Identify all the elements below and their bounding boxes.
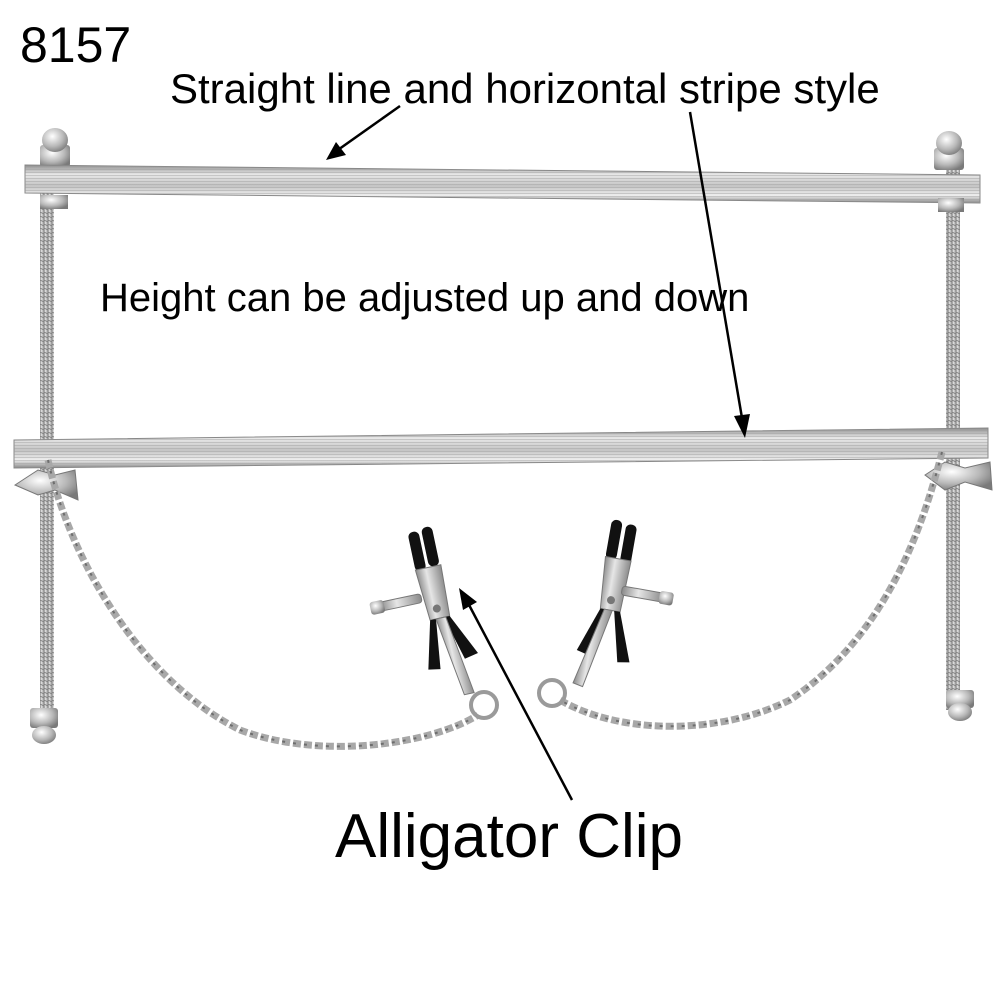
wing-nut-right (924, 461, 993, 491)
caption-stripe-style: Straight line and horizontal stripe styl… (170, 65, 880, 112)
chain-right-shadow (559, 451, 943, 728)
bottom-bar (13, 427, 989, 469)
ring-left (469, 690, 499, 720)
arrow-icon (326, 104, 401, 160)
wing-nut-left (13, 469, 79, 501)
caption-height-adjust: Height can be adjusted up and down (100, 276, 750, 320)
ring-right (537, 678, 567, 708)
alligator-clip-icon (572, 519, 674, 688)
caption-alligator-clip: Alligator Clip (335, 802, 684, 871)
top-bar (24, 164, 981, 212)
acorn-nut-top-left (40, 128, 70, 167)
alligator-clip-icon (369, 526, 478, 696)
product-code: 8157 (20, 17, 132, 73)
acorn-nut-top-right (934, 131, 964, 170)
acorn-nut-bottom-left (30, 708, 58, 744)
acorn-nut-bottom-right (946, 690, 974, 721)
arrow-icon (459, 588, 574, 801)
arrow-icon (688, 111, 750, 438)
chain-left-shadow (47, 459, 479, 748)
